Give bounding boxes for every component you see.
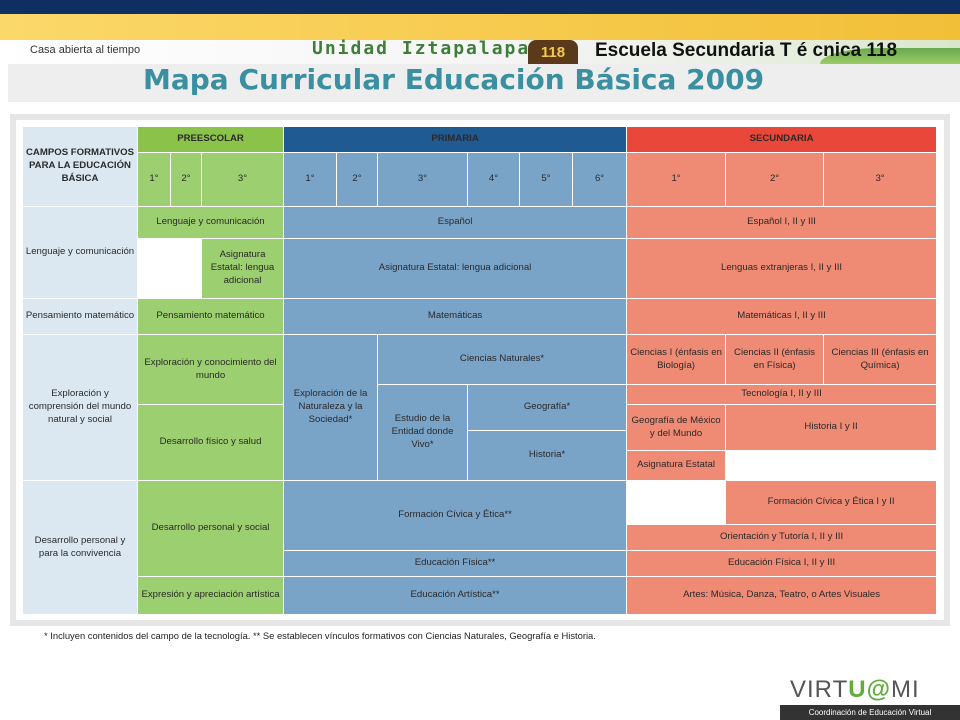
sec-ciencias-1: Ciencias I (énfasis en Biología) bbox=[626, 334, 727, 385]
grade-cell: 2° bbox=[336, 152, 379, 207]
pre-desarrollo-personal: Desarrollo personal y social bbox=[136, 480, 285, 577]
level-preescolar: PREESCOLAR bbox=[136, 126, 285, 153]
sec-historia: Historia I y II bbox=[725, 404, 938, 451]
pri-historia: Historia* bbox=[467, 430, 628, 481]
pri-asignatura-estatal: Asignatura Estatal: lengua adicional bbox=[283, 238, 628, 299]
sec-artes: Artes: Música, Danza, Teatro, o Artes Vi… bbox=[626, 576, 938, 615]
pre-asignatura-estatal: Asignatura Estatal: lengua adicional bbox=[200, 238, 285, 299]
pre-expresion-artistica: Expresión y apreciación artística bbox=[136, 576, 285, 615]
pre-lenguaje: Lenguaje y comunicación bbox=[136, 206, 285, 239]
top-navy-bar bbox=[0, 0, 960, 14]
green-wave-decoration bbox=[820, 48, 960, 64]
sec-asignatura-estatal: Asignatura Estatal bbox=[626, 450, 727, 481]
campo-desarrollo: Desarrollo personal y para la convivenci… bbox=[22, 480, 138, 615]
campo-exploracion: Exploración y comprensión del mundo natu… bbox=[22, 334, 138, 481]
top-yellow-bar bbox=[0, 14, 960, 40]
sec-matematicas: Matemáticas I, II y III bbox=[626, 298, 938, 335]
sec-geografia: Geografía de México y del Mundo bbox=[626, 404, 727, 451]
campos-header: CAMPOS FORMATIVOS PARA LA EDUCACIÓN BÁSI… bbox=[22, 126, 138, 207]
grade-cell: 2° bbox=[725, 152, 825, 207]
pri-formacion-civica: Formación Cívica y Ética** bbox=[283, 480, 628, 551]
empty-cell bbox=[137, 238, 202, 299]
pri-matematicas: Matemáticas bbox=[283, 298, 628, 335]
campo-pensamiento: Pensamiento matemático bbox=[22, 298, 138, 335]
unidad-label: Unidad Iztapalapa bbox=[312, 38, 531, 59]
level-secundaria: SECUNDARIA bbox=[626, 126, 938, 153]
sec-orientacion: Orientación y Tutoría I, II y III bbox=[626, 524, 938, 551]
grade-cell: 1° bbox=[626, 152, 727, 207]
campo-lenguaje: Lenguaje y comunicación bbox=[22, 206, 138, 299]
sec-ciencias-3: Ciencias III (énfasis en Química) bbox=[823, 334, 938, 385]
school-name: Escuela Secundaria T é cnica 118 bbox=[595, 40, 898, 61]
empty-cell bbox=[626, 480, 727, 525]
level-primaria: PRIMARIA bbox=[283, 126, 628, 153]
grade-cell: 3° bbox=[823, 152, 938, 207]
grade-cell: 2° bbox=[170, 152, 202, 207]
pri-exploracion-naturaleza: Exploración de la Naturaleza y la Socied… bbox=[283, 334, 379, 481]
logo-accent: U@ bbox=[848, 676, 891, 703]
virtuami-logo: VIRTU@MI bbox=[790, 676, 920, 704]
grade-cell: 1° bbox=[283, 152, 338, 207]
header-motto: Casa abierta al tiempo bbox=[30, 44, 141, 56]
pri-espanol: Español bbox=[283, 206, 628, 239]
grade-cell: 3° bbox=[377, 152, 469, 207]
grade-cell: 4° bbox=[467, 152, 521, 207]
pri-geografia: Geografía* bbox=[467, 384, 628, 431]
pre-pensamiento: Pensamiento matemático bbox=[136, 298, 285, 335]
footnote: * Incluyen contenidos del campo de la te… bbox=[44, 630, 596, 641]
grade-cell: 6° bbox=[572, 152, 628, 207]
logo-subtitle: Coordinación de Educación Virtual bbox=[780, 705, 960, 720]
sec-educacion-fisica: Educación Física I, II y III bbox=[626, 550, 938, 577]
sec-formacion-civica: Formación Cívica y Ética I y II bbox=[725, 480, 938, 525]
grade-cell: 5° bbox=[519, 152, 574, 207]
logo-prefix: VIRT bbox=[790, 676, 849, 703]
school-badge-logo: 118 bbox=[528, 40, 578, 64]
curriculum-table: CAMPOS FORMATIVOS PARA LA EDUCACIÓN BÁSI… bbox=[22, 126, 938, 615]
logo-suffix: MI bbox=[890, 676, 920, 703]
grade-cell: 1° bbox=[137, 152, 171, 207]
grade-cell: 3° bbox=[200, 152, 285, 207]
pri-estudio-entidad: Estudio de la Entidad donde Vivo* bbox=[377, 384, 469, 481]
pri-ciencias-naturales: Ciencias Naturales* bbox=[377, 334, 628, 385]
sec-tecnologia: Tecnología I, II y III bbox=[626, 384, 938, 405]
pre-desarrollo-fisico: Desarrollo físico y salud bbox=[136, 404, 285, 481]
header-band bbox=[0, 40, 960, 64]
sec-espanol: Español I, II y III bbox=[626, 206, 938, 239]
pri-educacion-artistica: Educación Artística** bbox=[283, 576, 628, 615]
sec-lenguas-extranjeras: Lenguas extranjeras I, II y III bbox=[626, 238, 938, 299]
pre-exploracion: Exploración y conocimiento del mundo bbox=[136, 334, 285, 405]
empty-cell bbox=[725, 450, 938, 481]
sec-ciencias-2: Ciencias II (énfasis en Física) bbox=[725, 334, 825, 385]
page-title: Mapa Curricular Educación Básica 2009 bbox=[143, 63, 765, 96]
pri-educacion-fisica: Educación Física** bbox=[283, 550, 628, 577]
